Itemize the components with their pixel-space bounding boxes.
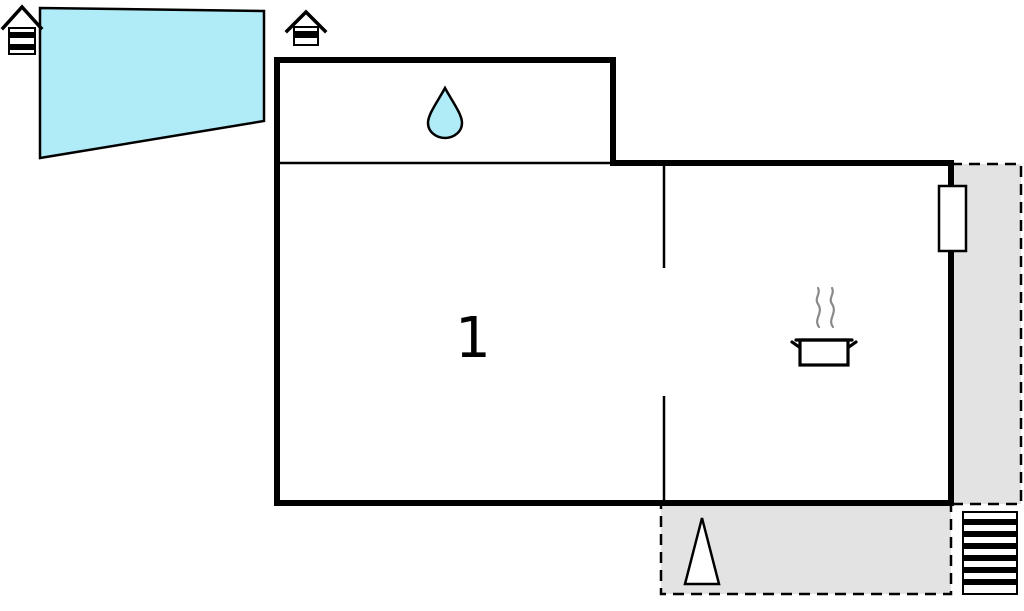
water-drop-icon [426, 85, 464, 140]
hut-band [295, 31, 317, 38]
hut-roof-icon [0, 4, 44, 31]
window-marker [937, 184, 968, 253]
hut-band [10, 44, 34, 50]
room-number: 1 [455, 306, 491, 371]
building-outline [274, 57, 954, 506]
stair-step [963, 519, 1017, 525]
stair-step [963, 567, 1017, 573]
stair-step [963, 555, 1017, 561]
hut-body [8, 27, 36, 55]
pool-area [38, 6, 266, 160]
stair-step [963, 531, 1017, 537]
steam-line [815, 286, 821, 329]
hut-band [10, 32, 34, 38]
cooking-pot-icon [790, 286, 858, 367]
stairs-icon [962, 511, 1018, 595]
tree-icon [683, 517, 721, 586]
hut-roof-icon [284, 9, 328, 34]
pot-body [798, 338, 850, 367]
hut-icon [284, 9, 328, 46]
steam-line [829, 286, 835, 329]
stair-step [963, 579, 1017, 585]
stair-step [963, 543, 1017, 549]
hut-icon [0, 4, 44, 55]
